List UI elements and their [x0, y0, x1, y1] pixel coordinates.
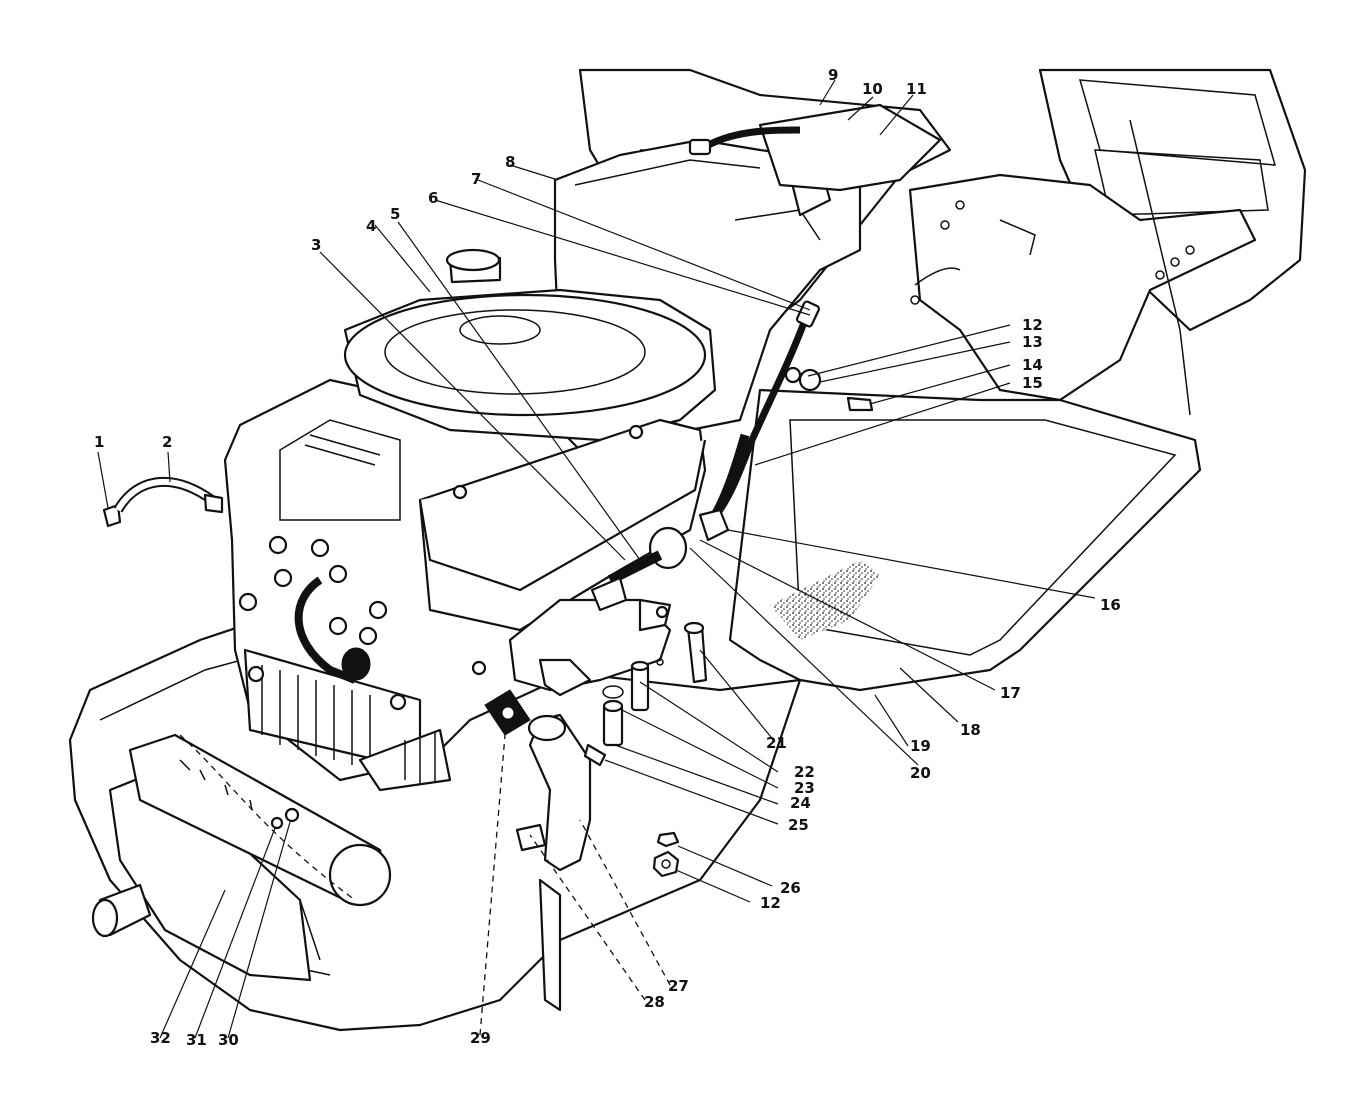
- callout-25: 25: [788, 816, 809, 834]
- callout-24: 24: [790, 794, 811, 812]
- callout-12b: 12: [760, 894, 781, 912]
- callout-12: 12: [1022, 316, 1043, 334]
- callout-1: 1: [94, 433, 104, 451]
- hardware: [102, 366, 874, 878]
- callout-30: 30: [218, 1031, 239, 1049]
- callout-7: 7: [471, 170, 481, 188]
- callout-14: 14: [1022, 356, 1043, 374]
- callout-17: 17: [1000, 684, 1021, 702]
- callout-20: 20: [910, 764, 931, 782]
- callout-8: 8: [505, 153, 515, 171]
- callout-18: 18: [960, 721, 981, 739]
- gasket: [484, 689, 531, 736]
- callout-15: 15: [1022, 374, 1043, 392]
- leader-lines: [97, 79, 1096, 1039]
- callout-28: 28: [644, 993, 665, 1011]
- callout-26: 26: [780, 879, 801, 897]
- callout-31: 31: [186, 1031, 207, 1049]
- callout-13: 13: [1022, 333, 1043, 351]
- callout-22: 22: [794, 763, 815, 781]
- callout-5: 5: [390, 205, 400, 223]
- callout-4: 4: [366, 217, 376, 235]
- callout-16: 16: [1100, 596, 1121, 614]
- callout-32: 32: [150, 1029, 171, 1047]
- callout-11: 11: [906, 80, 927, 98]
- callout-3: 3: [311, 236, 321, 254]
- callout-10: 10: [862, 80, 883, 98]
- callout-labels: 1 2 3 4 5 6 7 8 9 10 11 12 13 14 15 16 1…: [94, 66, 1121, 1049]
- callout-27: 27: [668, 977, 689, 995]
- engine: [223, 248, 717, 792]
- callout-23: 23: [794, 779, 815, 797]
- callout-2: 2: [162, 433, 172, 451]
- callout-9: 9: [828, 66, 838, 84]
- callout-6: 6: [428, 189, 438, 207]
- callout-29: 29: [470, 1029, 491, 1047]
- callout-21: 21: [766, 734, 787, 752]
- callout-19: 19: [910, 737, 931, 755]
- muffler: [128, 733, 392, 907]
